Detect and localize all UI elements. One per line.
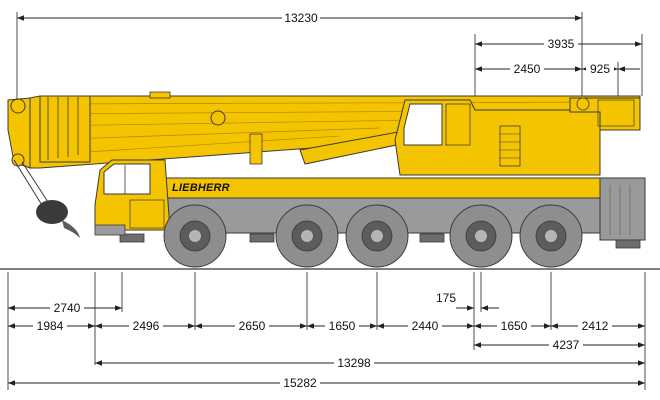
wheel-4 bbox=[449, 204, 513, 268]
dim-label-2496: 2496 bbox=[133, 319, 160, 333]
dim-label-2450: 2450 bbox=[514, 62, 541, 76]
dim-label-2440: 2440 bbox=[412, 319, 439, 333]
dim-13230: 13230 bbox=[17, 11, 582, 25]
dim-label-1650-a: 1650 bbox=[329, 319, 356, 333]
dim-175: 175 bbox=[436, 291, 499, 311]
dim-3935: 3935 bbox=[475, 37, 642, 51]
dim-label-1984: 1984 bbox=[37, 319, 64, 333]
dim-15282: 15282 bbox=[8, 376, 645, 390]
dim-2450: 2450 bbox=[475, 62, 582, 76]
dim-axle-row: 1984 2496 2650 1650 2440 1650 2412 bbox=[8, 319, 645, 333]
dim-label-2650: 2650 bbox=[239, 319, 266, 333]
wheel-2 bbox=[275, 204, 339, 268]
dim-2740: 2740 bbox=[8, 301, 122, 315]
dim-13298: 13298 bbox=[95, 356, 645, 370]
driver-cab bbox=[94, 159, 171, 236]
dim-label-1650-b: 1650 bbox=[501, 319, 528, 333]
crane-illustration: LIEBHERR bbox=[7, 91, 646, 268]
dim-label-175: 175 bbox=[436, 291, 456, 305]
dim-label-2740: 2740 bbox=[54, 301, 81, 315]
wheel-5 bbox=[519, 204, 583, 268]
brand-logo: LIEBHERR bbox=[172, 182, 230, 194]
dim-label-4237: 4237 bbox=[553, 338, 580, 352]
wheel-1 bbox=[163, 204, 227, 268]
wheels bbox=[163, 204, 583, 268]
dim-label-13298: 13298 bbox=[337, 356, 371, 370]
brand-plate bbox=[170, 180, 232, 194]
hook-block bbox=[13, 159, 80, 238]
superstructure bbox=[394, 97, 641, 176]
dim-label-925: 925 bbox=[590, 62, 610, 76]
dim-label-15282: 15282 bbox=[283, 376, 317, 390]
dim-925: 925 bbox=[582, 62, 640, 76]
dim-label-2412: 2412 bbox=[582, 319, 609, 333]
wheel-3 bbox=[345, 204, 409, 268]
dim-label-13230: 13230 bbox=[284, 11, 318, 25]
dim-label-3935: 3935 bbox=[548, 37, 575, 51]
dim-4237: 4237 bbox=[473, 330, 645, 352]
